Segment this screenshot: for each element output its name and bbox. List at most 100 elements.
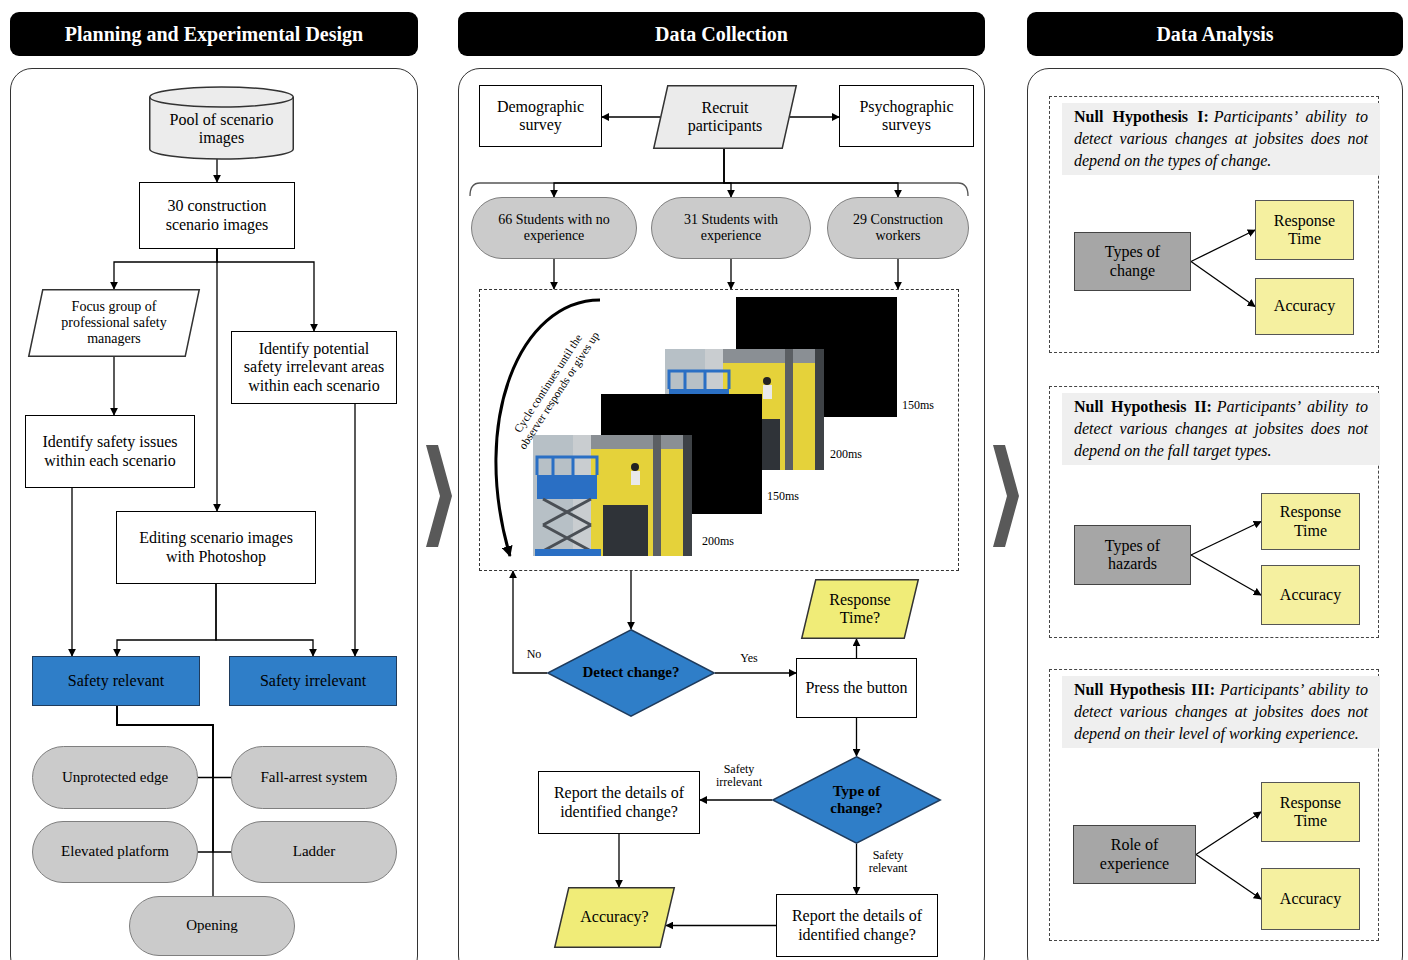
panel-title: Data Collection [655, 23, 788, 46]
connector [217, 249, 314, 331]
node-text: Unprotected edge [62, 769, 168, 786]
node-text: Identify potential safety irrelevant are… [238, 340, 390, 395]
node-text: Pool of scenario images [155, 111, 288, 148]
node-text: Accuracy [1280, 586, 1341, 604]
node-label: Recruit participants [673, 99, 777, 136]
connector [897, 259, 898, 289]
hypothesis-box: Null Hypothesis I:Participants’ ability … [1049, 96, 1379, 353]
node-text: Opening [186, 917, 238, 934]
connector [630, 571, 631, 629]
node-label: Psychographic surveys [846, 98, 967, 135]
input-parallelogram: Recruit participants [653, 85, 797, 149]
node-text: Response Time [1268, 794, 1353, 831]
node-text: Role of experience [1080, 836, 1189, 873]
category-box: Safety relevant [32, 656, 200, 706]
variable-box: Role of experience [1073, 825, 1196, 884]
decision-diamond: Detect change? [547, 629, 715, 717]
input-parallelogram: Focus group of professional safety manag… [28, 289, 200, 357]
node-text: Response Time? [821, 591, 899, 628]
node-label: Ladder [293, 843, 335, 860]
node-label: Focus group of professional safety manag… [48, 299, 180, 347]
node-text: Types of hazards [1081, 537, 1184, 574]
node-label: Response Time [1268, 794, 1353, 831]
decision-diamond: Type of change? [772, 756, 941, 844]
category-pill: Elevated platform [32, 821, 198, 883]
node-text: 31 Students with experience [664, 212, 798, 244]
edge-label: No [520, 648, 548, 661]
node-label: Report the details of identified change? [783, 907, 931, 944]
outcome-box: Response Time [1261, 493, 1360, 550]
connector [730, 259, 731, 289]
hypothesis-title: Null Hypothesis I: [1074, 108, 1209, 125]
node-text: Focus group of professional safety manag… [48, 299, 180, 347]
connector [117, 584, 216, 656]
panel-title: Planning and Experimental Design [65, 23, 363, 46]
hypothesis-title: Null Hypothesis III: [1074, 681, 1215, 698]
node-label: 31 Students with experience [664, 212, 798, 244]
stage-chevron [993, 445, 1019, 547]
hypothesis-box: Null Hypothesis II:Participants’ ability… [1049, 386, 1379, 638]
node-label: 29 Construction workers [840, 212, 956, 244]
connector [1196, 812, 1261, 855]
process-box: Editing scenario images with Photoshop [116, 511, 316, 584]
connector [1191, 555, 1261, 595]
node-text: Report the details of identified change? [783, 907, 931, 944]
node-label: Type of change? [805, 783, 908, 818]
connector [618, 834, 619, 887]
node-label: Accuracy? [580, 908, 648, 926]
node-label: Accuracy [1274, 297, 1335, 315]
connector [856, 639, 857, 658]
scenario-photo [533, 435, 692, 556]
connector [553, 259, 554, 289]
node-text: Response Time [1262, 212, 1347, 249]
connector [216, 584, 313, 656]
panel-header: Data Collection [458, 12, 985, 56]
connector [1191, 230, 1255, 262]
node-text: Recruit participants [673, 99, 777, 136]
node-label: Role of experience [1080, 836, 1189, 873]
node-text: Accuracy [1280, 890, 1341, 908]
node-text: Safety relevant [68, 672, 164, 690]
category-box: Safety irrelevant [229, 656, 397, 706]
connector [700, 799, 772, 800]
panel-title: Data Analysis [1156, 23, 1273, 46]
category-pill: Unprotected edge [32, 746, 198, 809]
node-text: Accuracy? [580, 908, 648, 926]
node-text: Demographic survey [486, 98, 595, 135]
node-label: Press the button [805, 679, 907, 697]
outcome-box: Response Time [1255, 200, 1354, 260]
process-box: Demographic survey [479, 85, 602, 147]
node-label: Response Time [1268, 503, 1353, 540]
process-box: 30 construction scenario images [139, 182, 295, 249]
connector [856, 718, 857, 756]
node-label: Editing scenario images with Photoshop [123, 529, 309, 566]
node-text: 30 construction scenario images [146, 197, 288, 234]
panel: Data AnalysisNull Hypothesis I:Participa… [1027, 68, 1403, 960]
connector [71, 488, 72, 656]
node-text: Ladder [293, 843, 335, 860]
node-text: Psychographic surveys [846, 98, 967, 135]
node-text: Detect change? [582, 664, 679, 681]
category-pill: 66 Students with no experience [471, 197, 637, 259]
connector [666, 925, 776, 926]
stimulus-cycle-box: Cycle continues until the observer respo… [479, 289, 959, 571]
node-label: Identify safety issues within each scena… [32, 433, 188, 470]
connector [114, 249, 217, 289]
node-label: Types of change [1081, 243, 1184, 280]
connector [354, 404, 355, 656]
connector [790, 116, 839, 117]
hypothesis-band: Null Hypothesis II:Participants’ ability… [1062, 393, 1380, 465]
process-box: Psychographic surveys [839, 85, 974, 147]
node-text: Report the details of identified change? [545, 784, 693, 821]
node-label: Detect change? [582, 664, 679, 681]
node-label: Elevated platform [61, 843, 169, 860]
connector [1196, 855, 1261, 900]
category-pill: Fall-arrest system [231, 746, 397, 809]
outcome-box: Accuracy [1261, 868, 1360, 930]
node-label: 30 construction scenario images [146, 197, 288, 234]
timing-label: 150ms [767, 490, 817, 504]
panel-header: Planning and Experimental Design [10, 12, 418, 56]
process-box: Report the details of identified change? [776, 894, 938, 957]
process-box: Press the button [796, 658, 917, 718]
